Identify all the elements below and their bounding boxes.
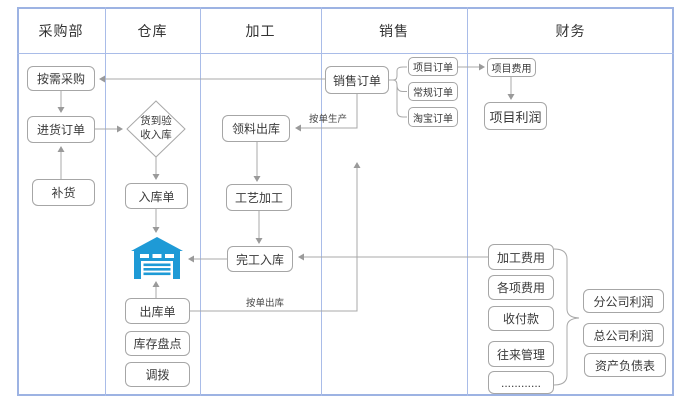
- node-finished-inbound: 完工入库: [227, 246, 293, 272]
- bracket-finance-brace: [553, 248, 580, 386]
- node-replenish: 补货: [32, 179, 95, 206]
- node-project-expense: 项目费用: [487, 58, 536, 77]
- node-hq-profit: 总公司利润: [583, 323, 664, 347]
- edge-label-outbound-to-order: 按单出库: [245, 298, 284, 309]
- edge-label-produce-to-order: 按单生产: [308, 114, 347, 125]
- node-process-work: 工艺加工: [226, 184, 292, 211]
- node-receive-inspect-line2: 收入库: [140, 129, 172, 141]
- node-regular-order: 常规订单: [408, 82, 458, 101]
- bracket-sales-mid: [392, 79, 407, 92]
- bracket-sales-top: [389, 66, 407, 81]
- lane-header-sales: 销售: [379, 23, 409, 39]
- lane-header-finance: 财务: [555, 23, 586, 39]
- node-inbound-note: 入库单: [125, 183, 188, 209]
- node-purchase-on-demand: 按需采购: [27, 66, 95, 91]
- warehouse-icon: [131, 237, 183, 284]
- node-branch-profit: 分公司利润: [583, 289, 664, 313]
- node-stocktaking: 库存盘点: [125, 331, 190, 356]
- lane-header-processing: 加工: [245, 23, 276, 39]
- node-outbound-note: 出库单: [125, 298, 190, 324]
- node-project-order: 项目订单: [408, 57, 458, 76]
- bracket-sales-bottom: [396, 85, 407, 118]
- lane-header-divider: [17, 53, 674, 54]
- lane-divider-2: [200, 7, 201, 396]
- node-project-profit: 项目利润: [484, 102, 547, 130]
- connector-salesorder-to-materialissue: [295, 94, 358, 132]
- node-more-items: ............: [488, 371, 554, 394]
- lane-divider-1: [105, 7, 106, 396]
- connector-outboundnote-to-salesline: [190, 162, 361, 312]
- node-receive-inspect-line1: 货到验: [140, 115, 172, 128]
- node-various-expense: 各项费用: [488, 275, 554, 300]
- node-receipt-payment: 收付款: [488, 306, 554, 331]
- node-material-issue: 领料出库: [222, 115, 290, 142]
- node-taobao-order: 淘宝订单: [408, 107, 458, 127]
- node-processing-expense: 加工费用: [488, 244, 554, 270]
- lane-frame: [17, 7, 674, 396]
- node-sales-order: 销售订单: [325, 66, 389, 94]
- node-purchase-order: 进货订单: [27, 116, 95, 143]
- lane-divider-3: [321, 7, 322, 396]
- lane-header-warehouse: 仓库: [137, 23, 168, 39]
- node-balance-sheet: 资产负债表: [584, 353, 666, 377]
- inspection-diamond-shape: [126, 100, 186, 158]
- node-receive-inspect: 货到验 收入库: [127, 103, 185, 155]
- lane-header-purchasing: 采购部: [38, 23, 84, 39]
- lane-divider-4: [467, 7, 468, 396]
- node-transfer: 调拨: [125, 362, 190, 387]
- node-transaction-mgmt: 往来管理: [488, 341, 554, 367]
